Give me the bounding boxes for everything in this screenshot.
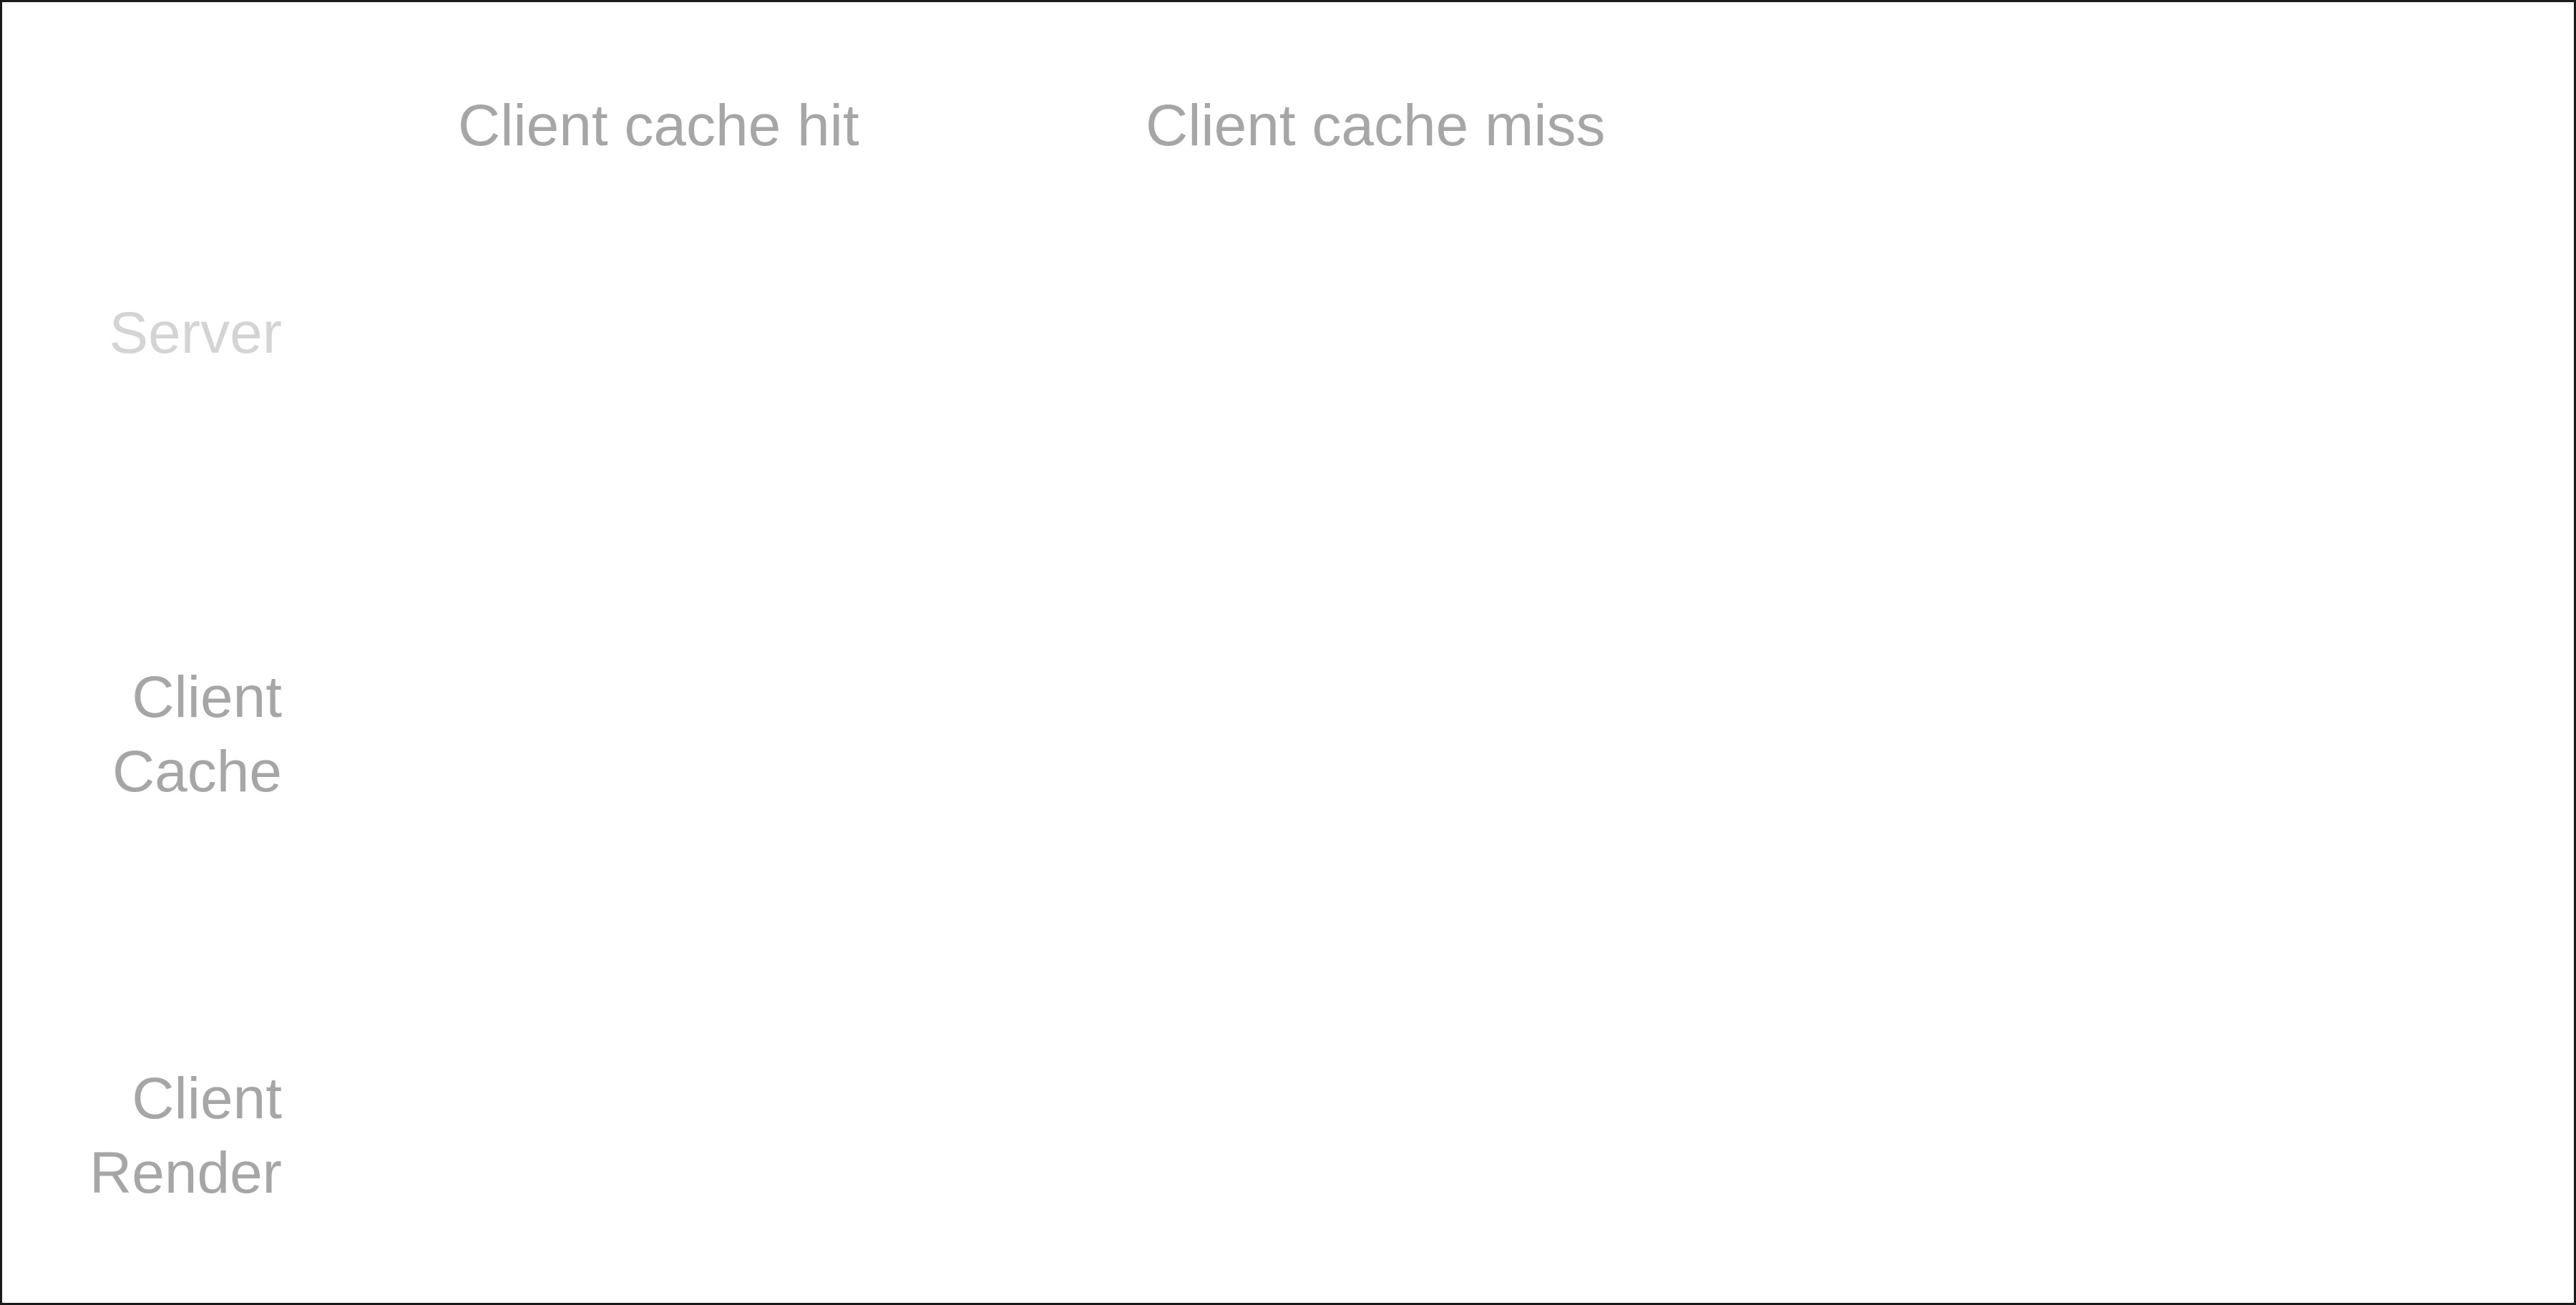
row-label-client-render-line-1: Client [132, 1066, 282, 1131]
row-label-client-render-line-2: Render [89, 1140, 282, 1206]
row-label-server-text: Server [109, 300, 282, 366]
column-header-client-cache-miss: Client cache miss [1146, 93, 1606, 158]
row-label-client-cache-line-1: Client [132, 665, 282, 730]
column-header-client-cache-hit: Client cache hit [458, 93, 859, 158]
row-label-client-cache-line-2: Cache [112, 739, 282, 804]
row-label-client-cache: Client Cache [112, 660, 282, 809]
row-label-server: Server [109, 296, 282, 371]
row-label-client-render: Client Render [89, 1062, 282, 1211]
diagram-canvas [338, 188, 2528, 1261]
